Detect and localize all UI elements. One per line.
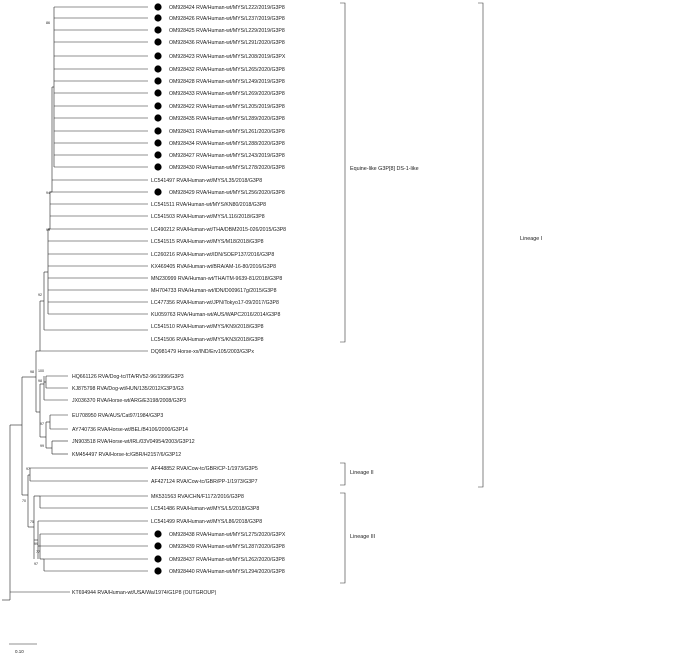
sample-marker-icon xyxy=(154,151,162,159)
lineage-bracket xyxy=(340,492,346,584)
sample-marker-icon xyxy=(154,102,162,110)
sample-marker-icon xyxy=(154,26,162,34)
taxon-label: MK531563 RVA/CHN/F1172/2016/G3P8 xyxy=(151,494,244,500)
taxon-label: OM928435 RVA/Human-wt/MYS/L289/2020/G3P8 xyxy=(169,116,285,122)
taxon-label: OM928428 RVA/Human-wt/MYS/L249/2019/G3P8 xyxy=(169,79,285,85)
bootstrap-value: 98 xyxy=(30,370,34,374)
taxon-label: OM928434 RVA/Human-wt/MYS/L288/2020/G3P8 xyxy=(169,141,285,147)
taxon-label: AF427124 RVA/Cow-tc/GBR/PP-1/1973/G3P7 xyxy=(151,479,258,485)
taxon-label: KX469405 RVA/Human-wt/BRA/AM-16-80/2016/… xyxy=(151,264,276,270)
taxon-label: LC260216 RVA/Human-wt/IDN/SOEP137/2016/G… xyxy=(151,252,274,258)
sample-marker-icon xyxy=(154,555,162,563)
sample-markers xyxy=(154,3,162,575)
taxon-label: EU708950 RVA/AUS/Cat97/1984/G3P3 xyxy=(72,413,163,419)
taxon-label: LC490212 RVA/Human-wt/THA/DBM2015-026/20… xyxy=(151,227,286,233)
taxon-label: KT694944 RVA/Human-wt/USA/Wa/1974/G1P8 (… xyxy=(72,590,217,596)
sample-marker-icon xyxy=(154,163,162,171)
bootstrap-value: 97 xyxy=(26,467,30,471)
bootstrap-value: 100 xyxy=(38,369,44,373)
sample-marker-icon xyxy=(154,542,162,550)
taxon-label: OM928430 RVA/Human-wt/MYS/L278/2020/G3P8 xyxy=(169,165,285,171)
sample-marker-icon xyxy=(154,139,162,147)
taxon-label: MH704733 RVA/Human-wt/IDN/D009617g/2015/… xyxy=(151,288,277,294)
taxon-label: KU059763 RVA/Human-wt/AUS/WAPC2016/2014/… xyxy=(151,312,280,318)
bootstrap-value: 99 xyxy=(40,444,44,448)
bootstrap-value: 98 xyxy=(38,379,42,383)
sample-marker-icon xyxy=(154,114,162,122)
sample-marker-icon xyxy=(154,188,162,196)
taxon-label: OM928426 RVA/Human-wt/MYS/L237/2019/G3P8 xyxy=(169,16,285,22)
lineage-label: Lineage II xyxy=(350,470,374,476)
bootstrap-value: 94 xyxy=(46,191,50,195)
taxon-label: MN230999 RVA/Human-wt/THA/TM-9639-81/201… xyxy=(151,276,282,282)
taxon-label: LC541499 RVA/Human-wt/MYS/L86/2018/G3P8 xyxy=(151,519,262,525)
bootstrap-value: 99 xyxy=(34,542,38,546)
sample-marker-icon xyxy=(154,567,162,575)
lineage-bracket xyxy=(478,2,484,488)
tree-branches xyxy=(2,6,148,601)
sample-marker-icon xyxy=(154,530,162,538)
taxon-label: OM928422 RVA/Human-wt/MYS/L205/2019/G3P8 xyxy=(169,104,285,110)
taxon-label: OM928437 RVA/Human-wt/MYS/L262/2020/G3P8 xyxy=(169,557,285,563)
taxon-label: OM928436 RVA/Human-wt/MYS/L291/2020/G3P8 xyxy=(169,40,285,46)
bootstrap-value: 92 xyxy=(38,293,42,297)
taxon-label: KM454497 RVA/Horse-tc/GBR/H2157/6/G3P12 xyxy=(72,452,181,458)
taxon-label: JX036370 RVA/Horse-wt/ARG/E3198/2008/G3P… xyxy=(72,398,186,404)
lineage-bracket xyxy=(340,462,346,486)
bootstrap-value: 70 xyxy=(22,499,26,503)
taxon-label: OM928432 RVA/Human-wt/MYS/L265/2020/G3P8 xyxy=(169,67,285,73)
sample-marker-icon xyxy=(154,77,162,85)
taxon-label: OM928438 RVA/Human-wt/MYS/L275/2020/G3PX xyxy=(169,532,286,538)
sample-marker-icon xyxy=(154,89,162,97)
sample-marker-icon xyxy=(154,52,162,60)
taxon-label: DQ981479 Horse-xx/IND/Erv105/2003/G3Px xyxy=(151,349,254,355)
taxon-label: OM928433 RVA/Human-wt/MYS/L269/2020/G3P8 xyxy=(169,91,285,97)
scale-bar: 0.10 xyxy=(9,643,37,654)
lineage-label: Equine-like G3P[8] DS-1-like xyxy=(350,166,419,172)
taxon-label: LC541510 RVA/Human-wt/MYS/KN9/2018/G3P8 xyxy=(151,324,264,330)
scale-bar-label: 0.10 xyxy=(15,649,24,654)
taxon-label: HQ661126 RVA/Dog-tc/ITA/RV52-96/1996/G3P… xyxy=(72,374,184,380)
sample-marker-icon xyxy=(154,38,162,46)
taxon-label: OM928427 RVA/Human-wt/MYS/L243/2019/G3P8 xyxy=(169,153,285,159)
taxon-label: OM928439 RVA/Human-wt/MYS/L287/2020/G3P8 xyxy=(169,544,285,550)
taxon-label: OM928423 RVA/Human-wt/MYS/L208/2019/G3PX xyxy=(169,54,286,60)
taxon-label: OM928429 RVA/Human-wt/MYS/L256/2020/G3P8 xyxy=(169,190,285,196)
taxon-labels: OM928424 RVA/Human-wt/MYS/L222/2019/G3P8… xyxy=(72,5,286,596)
taxon-label: LC541515 RVA/Human-wt/MYS/M18/2018/G3P8 xyxy=(151,239,264,245)
lineage-label: Lineage I xyxy=(520,236,542,242)
taxon-label: LC541511 RVA/Human-wt/MYS/KN80/2018/G3P8 xyxy=(151,202,266,208)
taxon-label: LC541506 RVA/Human-wt/MYS/KN3/2018/G3P8 xyxy=(151,337,264,343)
taxon-label: LC541486 RVA/Human-wt/MYS/L5/2018/G3P8 xyxy=(151,506,259,512)
taxon-label: OM928431 RVA/Human-wt/MYS/L261/2020/G3P8 xyxy=(169,129,285,135)
taxon-label: LC541497 RVA/Human-wt/MYS/L35/2018/G3P8 xyxy=(151,178,262,184)
taxon-label: OM928440 RVA/Human-wt/MYS/L294/2020/G3P8 xyxy=(169,569,285,575)
taxon-label: JN903518 RVA/Horse-wt/IRL/03V04954/2003/… xyxy=(72,439,195,445)
bootstrap-value: 77 xyxy=(36,550,40,554)
bootstrap-value: 97 xyxy=(34,562,38,566)
bootstrap-value: 97 xyxy=(40,422,44,426)
lineage-bracket xyxy=(340,2,346,343)
bootstrap-value: 86 xyxy=(46,21,50,25)
sample-marker-icon xyxy=(154,65,162,73)
taxon-label: LC541503 RVA/Human-wt/MYS/L116/2018/G3P8 xyxy=(151,214,265,220)
bootstrap-values: 86 94 99 92 98 100 98 97 99 97 70 75 99 77 97 xyxy=(22,21,50,566)
taxon-label: AF448852 RVA/Cow-tc/GBR/CP-1/1973/G3P5 xyxy=(151,466,258,472)
taxon-label: AY740736 RVA/Horse-wt/BEL/B4106/2000/G3P… xyxy=(72,427,188,433)
lineage-label: Lineage III xyxy=(350,534,375,540)
taxon-label: OM928424 RVA/Human-wt/MYS/L222/2019/G3P8 xyxy=(169,5,285,11)
taxon-label: LC477356 RVA/Human-wt/JPN/Tokyo17-09/201… xyxy=(151,300,279,306)
sample-marker-icon xyxy=(154,14,162,22)
sample-marker-icon xyxy=(154,3,162,11)
taxon-label: KJ875798 RVA/Dog-wt/HUN/135/2012/G3P3/G3 xyxy=(72,386,184,392)
bootstrap-value: 99 xyxy=(46,228,50,232)
sample-marker-icon xyxy=(154,127,162,135)
bootstrap-value: 75 xyxy=(30,520,34,524)
taxon-label: OM928425 RVA/Human-wt/MYS/L229/2019/G3P8 xyxy=(169,28,285,34)
